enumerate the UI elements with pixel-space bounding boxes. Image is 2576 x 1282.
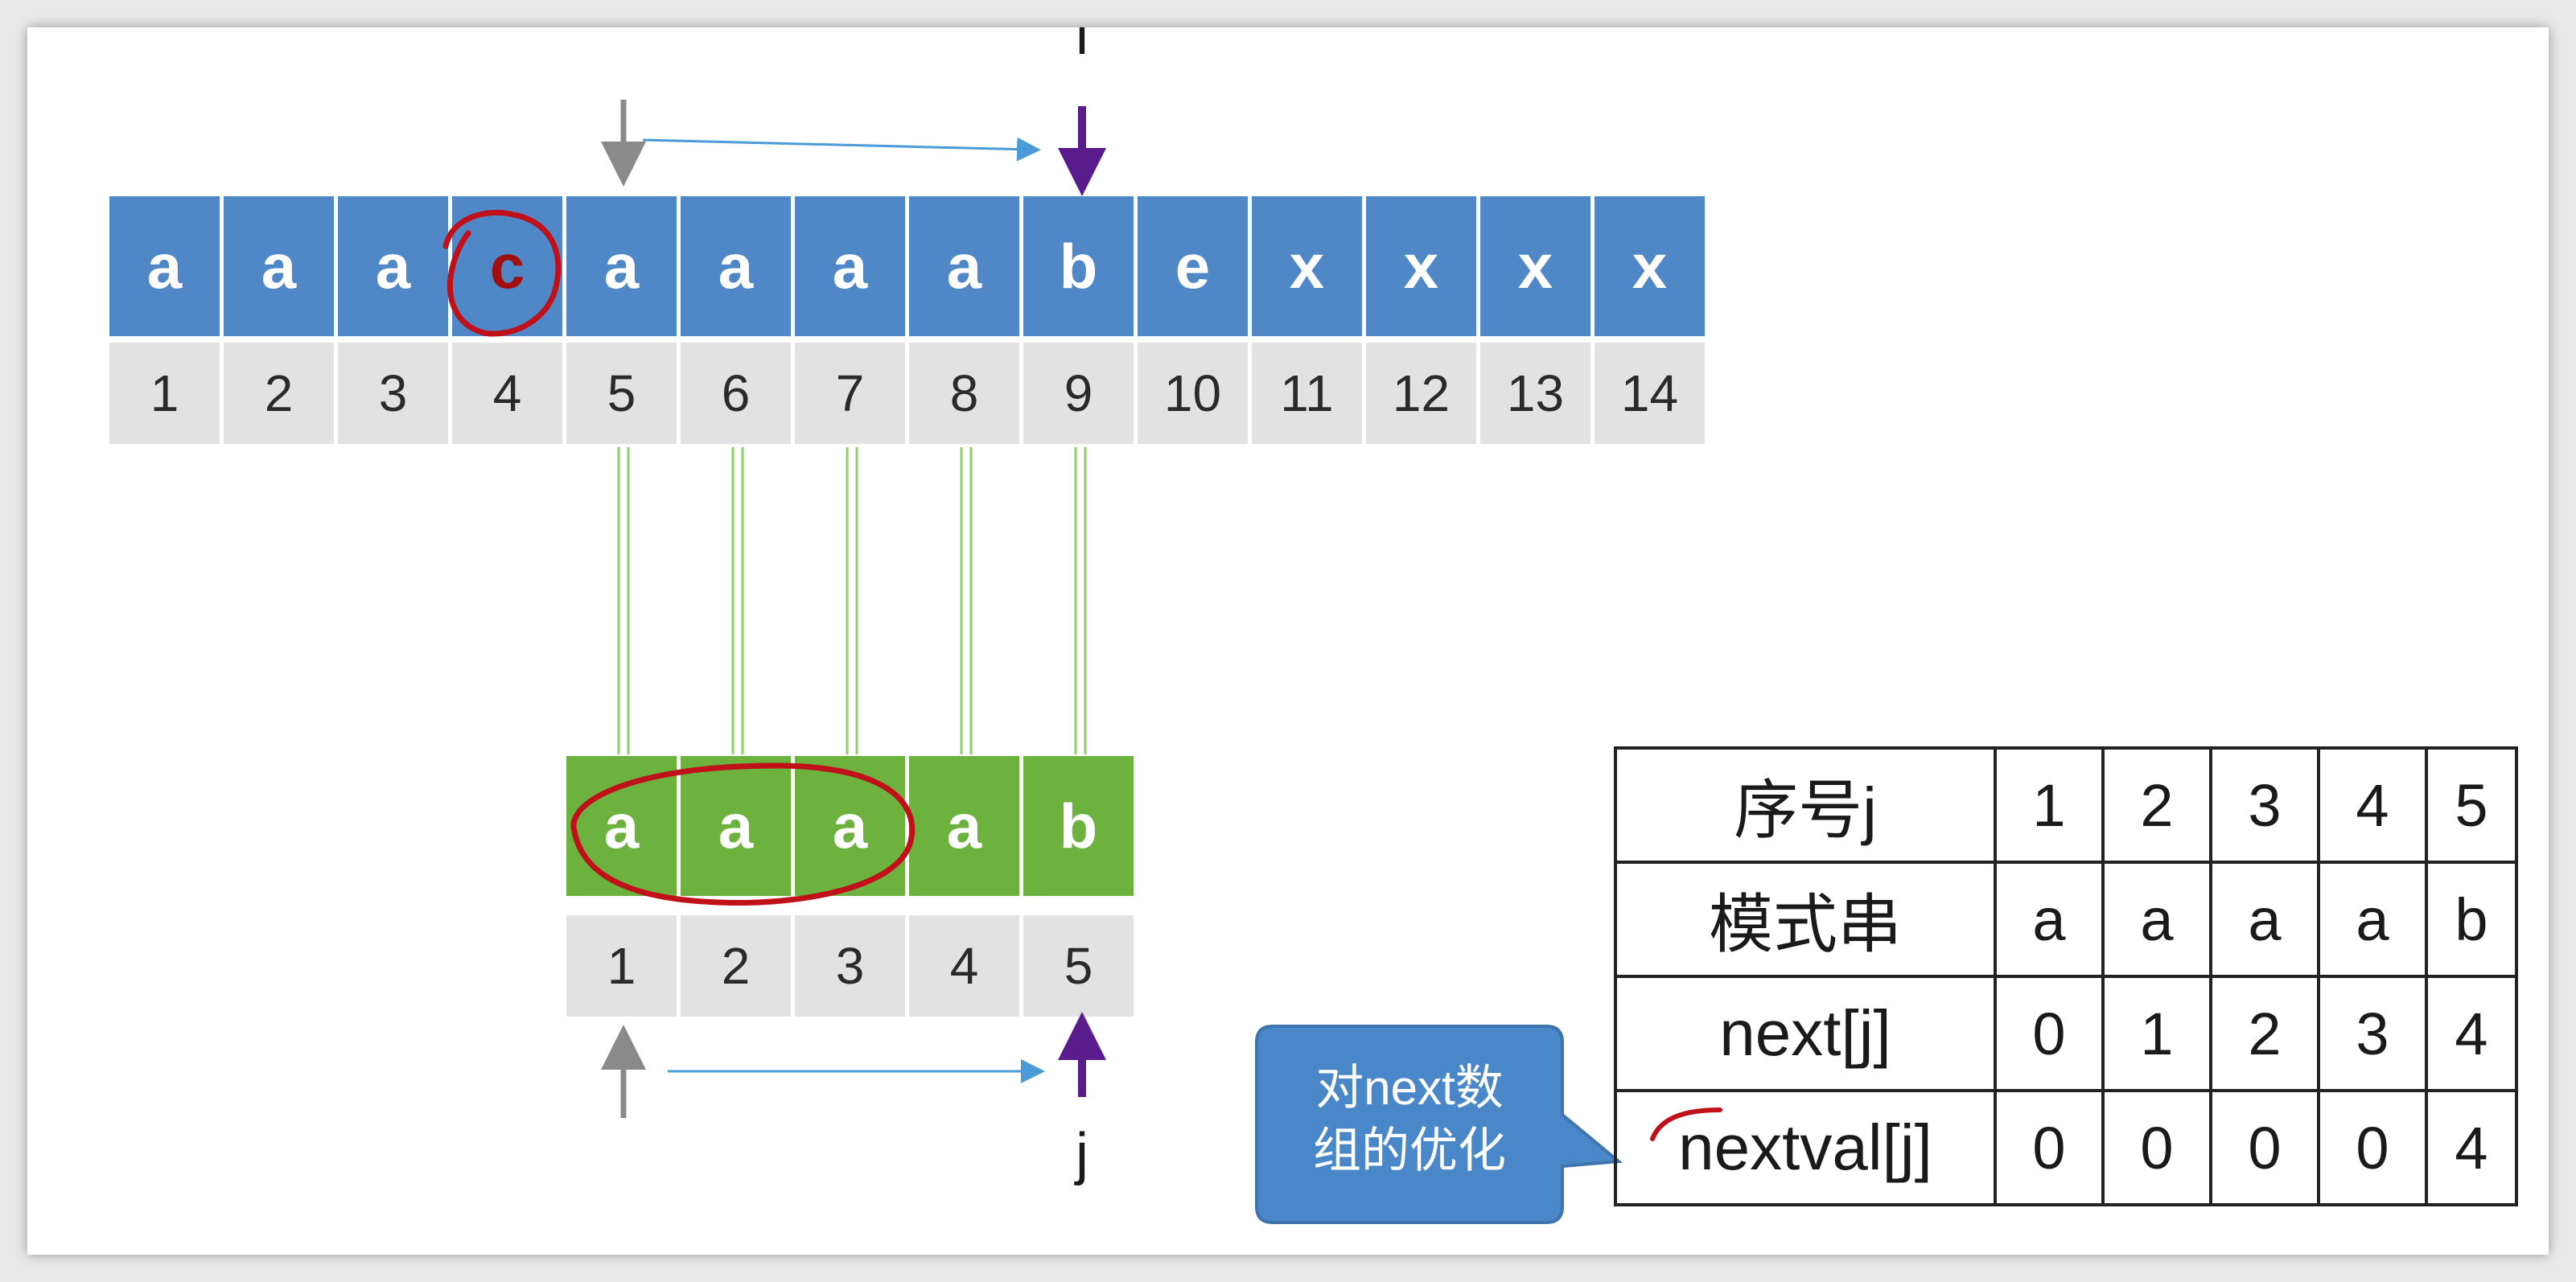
table-cell: 2: [2101, 746, 2212, 864]
main-string-cell: a: [566, 196, 681, 336]
main-string-cell: b: [1023, 196, 1138, 336]
table-cell: 2: [2209, 975, 2320, 1092]
pattern-cell: a: [566, 756, 681, 896]
main-string-cell: x: [1252, 196, 1366, 336]
pattern-cell: a: [909, 756, 1023, 896]
main-string-cell: x: [1595, 196, 1709, 336]
pattern-index-cell: 5: [1023, 915, 1138, 1017]
match-connector: [1074, 447, 1087, 754]
main-string-cell: a: [109, 196, 224, 336]
next-nextval-table: 序号j 1 2 3 4 5 模式串 a a a a b next[j] 0 1 …: [1614, 746, 2518, 1206]
table-cell: a: [2101, 861, 2212, 978]
pattern-index-cell: 4: [909, 915, 1023, 1017]
table-cell: b: [2425, 861, 2518, 978]
row-header-next: next[j]: [1614, 975, 1997, 1092]
table-cell: a: [1994, 861, 2105, 978]
table-cell: a: [2317, 861, 2428, 978]
table-cell: 4: [2425, 1089, 2518, 1206]
callout-line-2: 组的优化: [1313, 1124, 1506, 1177]
match-connector-lines: [617, 447, 1087, 754]
main-string-cell: x: [1366, 196, 1480, 336]
main-index-cell: 11: [1252, 343, 1366, 444]
main-index-cell: 5: [566, 343, 681, 444]
main-index-cell: 7: [795, 343, 909, 444]
pattern-index-cell: 3: [795, 915, 909, 1017]
main-string-cell: a: [909, 196, 1023, 336]
table-cell: 4: [2425, 975, 2518, 1092]
callout-text: 对next数 组的优化: [1257, 1057, 1562, 1182]
slide: a a a c a a a a b e x x x x 1 2 3 4 5 6 …: [27, 27, 2549, 1255]
callout-line-1: 对next数: [1315, 1061, 1504, 1115]
main-index-cell: 8: [909, 343, 1023, 444]
main-string-cell-mismatch: c: [452, 196, 566, 336]
red-circle-annotation: [442, 209, 562, 337]
main-string-cell: x: [1480, 196, 1595, 336]
table-cell: 3: [2317, 975, 2428, 1092]
callout-balloon: [1255, 1025, 1623, 1224]
match-connector: [960, 447, 973, 754]
main-index-cell: 14: [1595, 343, 1709, 444]
table-cell: 3: [2209, 746, 2320, 864]
row-header-nextval: nextval[j]: [1614, 1089, 1997, 1206]
table-cell: 0: [2209, 1089, 2320, 1206]
pointer-j-label: j: [1076, 1122, 1088, 1186]
table-cell: 0: [1994, 1089, 2105, 1206]
pattern-index-cell: 2: [681, 915, 795, 1017]
blue-right-arrow-icon: [642, 137, 1041, 162]
table-row: 序号j 1 2 3 4 5: [1614, 746, 2518, 864]
table-cell: 0: [2101, 1089, 2212, 1206]
diagram-overlay: [442, 100, 1722, 1224]
row-header-index: 序号j: [1614, 746, 1997, 864]
table-cell: 5: [2425, 746, 2518, 864]
table-row: next[j] 0 1 2 3 4: [1614, 975, 2518, 1092]
pattern-cell: a: [795, 756, 909, 896]
red-ellipse-annotation: [570, 762, 916, 906]
main-string-cell: a: [681, 196, 795, 336]
main-index-cell: 10: [1138, 343, 1252, 444]
main-index-cell: 12: [1366, 343, 1480, 444]
table-cell: 1: [1994, 746, 2105, 864]
main-string-cell: a: [338, 196, 452, 336]
main-index-cell: 4: [452, 343, 566, 444]
table-cell: 0: [2317, 1089, 2428, 1206]
table-cell: a: [2209, 861, 2320, 978]
main-string-cell: e: [1138, 196, 1252, 336]
match-connector: [846, 447, 858, 754]
main-string-cell: a: [224, 196, 338, 336]
main-index-cell: 6: [681, 343, 795, 444]
table-cell: 0: [1994, 975, 2105, 1092]
main-index-cell: 1: [109, 343, 224, 444]
row-header-pattern: 模式串: [1614, 861, 1997, 978]
table-row: nextval[j] 0 0 0 0 4: [1614, 1089, 2518, 1206]
pattern-cell: b: [1023, 756, 1138, 896]
table-cell: 1: [2101, 975, 2212, 1092]
main-index-cell: 3: [338, 343, 452, 444]
match-connector: [617, 447, 630, 754]
main-index-cell: 13: [1480, 343, 1595, 444]
pattern-index-cell: 1: [566, 915, 681, 1017]
main-string-cell: a: [795, 196, 909, 336]
pointer-i-label: i: [1076, 27, 1088, 67]
match-connector: [731, 447, 744, 754]
main-index-cell: 2: [224, 343, 338, 444]
main-index-cell: 9: [1023, 343, 1138, 444]
pattern-cell: a: [681, 756, 795, 896]
table-cell: 4: [2317, 746, 2428, 864]
table-row: 模式串 a a a a b: [1614, 861, 2518, 978]
